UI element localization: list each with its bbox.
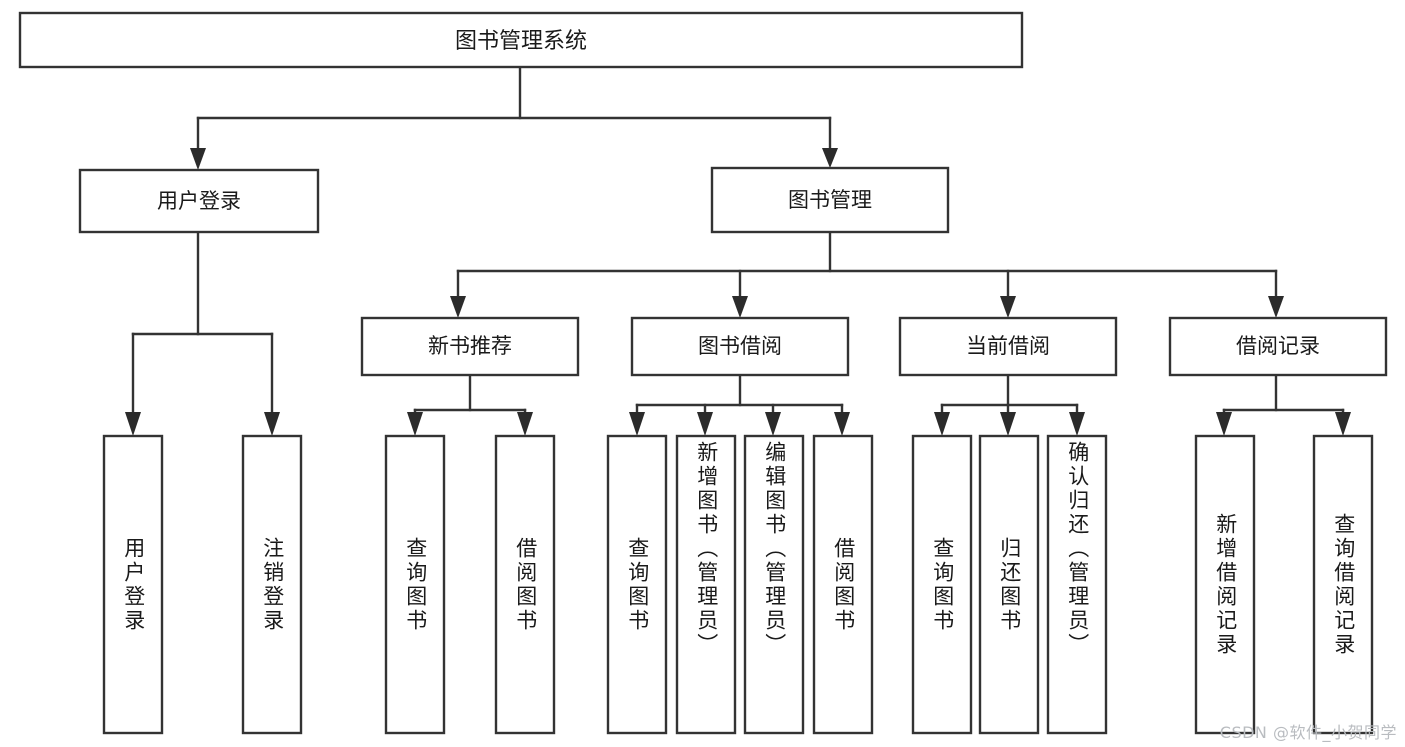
arrow-head-book-mgmt bbox=[822, 148, 838, 168]
node-root-label: 图书管理系统 bbox=[455, 29, 587, 54]
leaf-box-user-login-1[interactable] bbox=[102, 434, 164, 735]
node-new-book-label: 新书推荐 bbox=[428, 334, 512, 358]
node-user-login-box[interactable] bbox=[78, 168, 320, 234]
node-current-borrow-box[interactable] bbox=[898, 316, 1118, 377]
watermark-text: CSDN @软件_小贺同学 bbox=[1219, 723, 1397, 742]
node-book-mgmt-label: 图书管理 bbox=[788, 188, 872, 212]
arrow-head-leaf-new-book-2 bbox=[517, 412, 533, 436]
arrow-head-leaf-borrow-1 bbox=[629, 412, 645, 436]
leaf-box-user-login-2[interactable] bbox=[241, 434, 303, 735]
arrow-head-leaf-current-3 bbox=[1069, 412, 1085, 436]
node-book-borrow-label: 图书借阅 bbox=[698, 334, 782, 358]
arrow-head-borrow-record bbox=[1268, 296, 1284, 318]
leaf-box-borrow-3[interactable] bbox=[743, 434, 805, 735]
leaf-box-borrow-4[interactable] bbox=[812, 434, 874, 735]
arrow-head-book-borrow bbox=[732, 296, 748, 318]
node-root-box[interactable] bbox=[18, 11, 1024, 69]
leaf-box-new-book-1[interactable] bbox=[384, 434, 446, 735]
leaf-box-current-3[interactable] bbox=[1046, 434, 1108, 735]
arrow-head-leaf-record-1 bbox=[1216, 412, 1232, 436]
arrow-head-current-borrow bbox=[1000, 296, 1016, 318]
arrow-head-leaf-current-1 bbox=[934, 412, 950, 436]
leaf-box-borrow-2[interactable] bbox=[675, 434, 737, 735]
leaf-box-borrow-1[interactable] bbox=[606, 434, 668, 735]
leaf-box-current-1[interactable] bbox=[911, 434, 973, 735]
arrow-head-user-login bbox=[190, 148, 206, 170]
arrow-head-leaf-user-login-1 bbox=[125, 412, 141, 436]
arrow-head-leaf-record-2 bbox=[1335, 412, 1351, 436]
leaf-box-new-book-2[interactable] bbox=[494, 434, 556, 735]
leaf-box-record-2[interactable] bbox=[1312, 434, 1374, 735]
arrow-head-leaf-user-login-2 bbox=[264, 412, 280, 436]
leaf-box-record-1[interactable] bbox=[1194, 434, 1256, 735]
node-borrow-record-label: 借阅记录 bbox=[1236, 334, 1320, 358]
leaf-box-current-2[interactable] bbox=[978, 434, 1040, 735]
arrow-head-leaf-current-2 bbox=[1000, 412, 1016, 436]
node-current-borrow-label: 当前借阅 bbox=[966, 334, 1050, 358]
arrow-head-new-book bbox=[450, 296, 466, 318]
arrow-head-leaf-borrow-2 bbox=[697, 412, 713, 436]
arrow-head-leaf-new-book-1 bbox=[407, 412, 423, 436]
arrow-head-leaf-borrow-4 bbox=[834, 412, 850, 436]
node-book-mgmt-box[interactable] bbox=[710, 166, 950, 234]
node-book-borrow-box[interactable] bbox=[630, 316, 850, 377]
arrow-head-leaf-borrow-3 bbox=[765, 412, 781, 436]
node-user-login-label: 用户登录 bbox=[157, 189, 241, 213]
node-new-book-box[interactable] bbox=[360, 316, 580, 377]
node-borrow-record-box[interactable] bbox=[1168, 316, 1388, 377]
